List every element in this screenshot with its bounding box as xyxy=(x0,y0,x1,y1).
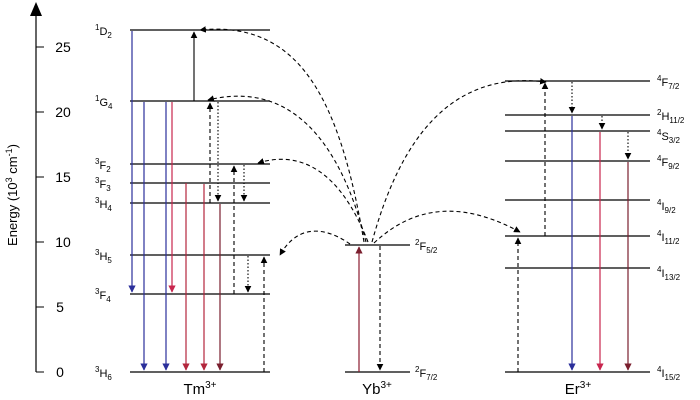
tick-label: 20 xyxy=(55,104,71,120)
tm-label-3h4: 3H4 xyxy=(95,196,112,213)
axis-arrowhead xyxy=(30,2,42,16)
er-label-4i132: 4I13/2 xyxy=(657,265,681,282)
tm-label-3f2: 3F2 xyxy=(95,157,111,174)
yb-label-2f72: 2F7/2 xyxy=(415,365,438,382)
transfer-to-tm-1d2 xyxy=(199,26,365,243)
tick-label: 15 xyxy=(55,169,71,185)
tm-label-3h5: 3H5 xyxy=(95,248,112,265)
er-transitions xyxy=(514,82,632,372)
er-label-4i92: 4I9/2 xyxy=(657,198,676,215)
transfer-to-tm-1g4 xyxy=(207,95,367,243)
tick-label: 0 xyxy=(56,364,64,380)
ion-label-tm: Tm3+ xyxy=(183,380,216,398)
yb-label-2f52: 2F5/2 xyxy=(415,238,438,255)
tick-label: 5 xyxy=(56,299,64,315)
yb-levels: 2F5/2 2F7/2 xyxy=(345,238,438,382)
energy-transfer-curves xyxy=(199,26,547,256)
er-level-labels: 4F7/2 2H11/2 4S3/2 4F9/2 4I9/2 4I11/2 4I… xyxy=(657,74,685,382)
tm-label-3f3: 3F3 xyxy=(95,176,111,193)
tm-label-3h6: 3H6 xyxy=(95,365,112,382)
er-levels xyxy=(505,80,650,373)
tm-emissions xyxy=(128,31,224,371)
tick-label: 25 xyxy=(55,39,71,55)
tick-label: 10 xyxy=(55,234,71,250)
ion-label-er: Er3+ xyxy=(565,380,592,398)
er-label-4i152: 4I15/2 xyxy=(657,365,681,382)
er-label-4i112: 4I11/2 xyxy=(657,229,680,246)
energy-axis: 0 5 10 15 20 25 Energy (103 cm-1) xyxy=(4,2,71,380)
ion-labels: Tm3+ Yb3+ Er3+ xyxy=(183,380,591,398)
er-label-2h112: 2H11/2 xyxy=(657,108,685,125)
transfer-to-tm-3f2 xyxy=(257,158,369,243)
er-label-4f92: 4F9/2 xyxy=(657,154,680,171)
transfer-to-tm-3h5 xyxy=(279,230,351,256)
tm-label-1g4: 1G4 xyxy=(95,94,113,111)
tm-label-3f4: 3F4 xyxy=(95,287,111,304)
er-label-4f72: 4F7/2 xyxy=(657,74,680,91)
er-label-4s32: 4S3/2 xyxy=(657,128,680,145)
tm-level-labels: 1D2 1G4 3F2 3F3 3H4 3H5 3F4 3H6 xyxy=(95,23,113,382)
axis-title: Energy (103 cm-1) xyxy=(4,144,20,246)
tm-label-1d2: 1D2 xyxy=(95,23,112,40)
tm-levels xyxy=(130,29,270,373)
transfer-to-er-4i112 xyxy=(373,210,521,244)
tm-transitions xyxy=(190,31,268,372)
ion-label-yb: Yb3+ xyxy=(362,380,392,398)
